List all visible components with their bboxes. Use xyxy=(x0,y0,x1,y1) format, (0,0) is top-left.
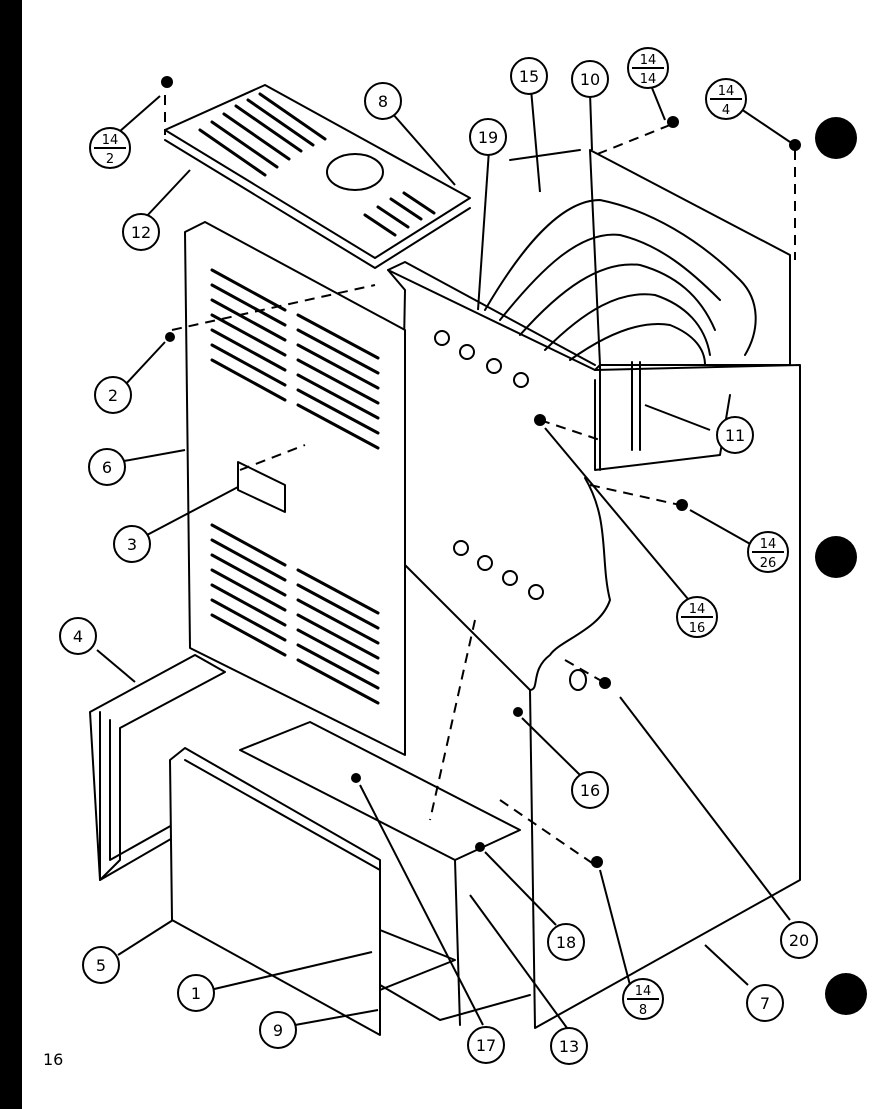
callout-13 xyxy=(550,1027,588,1065)
top-panel xyxy=(164,84,471,269)
svg-text:14: 14 xyxy=(102,133,119,148)
fastener-callout-14-2: 14 2 xyxy=(89,127,131,169)
part-label: 10 xyxy=(580,70,600,89)
part-label: 13 xyxy=(559,1037,579,1056)
svg-text:14: 14 xyxy=(718,84,735,99)
registration-hole xyxy=(825,973,867,1015)
base-rails xyxy=(239,721,531,1026)
part-label: 17 xyxy=(476,1036,496,1055)
callout-3 xyxy=(113,525,151,563)
callout-8 xyxy=(364,82,402,120)
part-label: 20 xyxy=(789,931,809,950)
part-label: 5 xyxy=(96,956,106,975)
callout-11 xyxy=(716,416,754,454)
registration-hole xyxy=(815,117,857,159)
svg-text:14: 14 xyxy=(689,602,706,617)
callout-10 xyxy=(571,60,609,98)
svg-text:14: 14 xyxy=(635,984,652,999)
callout-9 xyxy=(259,1011,297,1049)
svg-text:8: 8 xyxy=(639,1003,647,1018)
callout-15 xyxy=(510,57,548,95)
part-label: 12 xyxy=(131,223,151,242)
callout-5 xyxy=(82,946,120,984)
registration-hole xyxy=(815,536,857,578)
part-label: 6 xyxy=(102,458,112,477)
svg-text:26: 26 xyxy=(760,556,777,571)
part-label: 2 xyxy=(108,386,118,405)
callout-7 xyxy=(746,984,784,1022)
part-label: 16 xyxy=(580,781,600,800)
front-upper-door xyxy=(184,221,406,756)
svg-text:14: 14 xyxy=(640,72,657,87)
part-label: 8 xyxy=(378,92,388,111)
svg-text:4: 4 xyxy=(722,103,730,118)
part-label: 4 xyxy=(73,627,83,646)
callout-1 xyxy=(177,974,215,1012)
svg-text:14: 14 xyxy=(640,53,657,68)
callout-20 xyxy=(780,921,818,959)
callout-17 xyxy=(467,1026,505,1064)
part-label: 1 xyxy=(191,984,201,1003)
fastener-callout-14-14: 14 14 xyxy=(627,47,669,89)
filter-frame xyxy=(89,654,226,881)
heat-exchanger xyxy=(484,149,791,471)
page-number: 16 xyxy=(43,1050,63,1069)
svg-text:2: 2 xyxy=(106,152,114,167)
callout-2 xyxy=(94,376,132,414)
fastener-callout-14-26: 14 26 xyxy=(747,531,789,573)
fastener-callout-14-4: 14 4 xyxy=(705,78,747,120)
callout-18 xyxy=(547,923,585,961)
fastener-callout-14-16: 14 16 xyxy=(676,596,718,638)
callout-6 xyxy=(88,448,126,486)
part-label: 7 xyxy=(760,994,770,1013)
part-label: 15 xyxy=(519,67,539,86)
fastener-callout-14-8: 14 8 xyxy=(622,978,664,1020)
part-label: 11 xyxy=(725,426,745,445)
callout-16 xyxy=(571,771,609,809)
callout-19 xyxy=(469,118,507,156)
svg-text:14: 14 xyxy=(760,537,777,552)
callout-12 xyxy=(122,213,160,251)
callout-4 xyxy=(59,617,97,655)
part-label: 19 xyxy=(478,128,498,147)
part-label: 18 xyxy=(556,933,576,952)
part-label: 9 xyxy=(273,1021,283,1040)
part-label: 3 xyxy=(127,535,137,554)
svg-text:16: 16 xyxy=(689,621,706,636)
